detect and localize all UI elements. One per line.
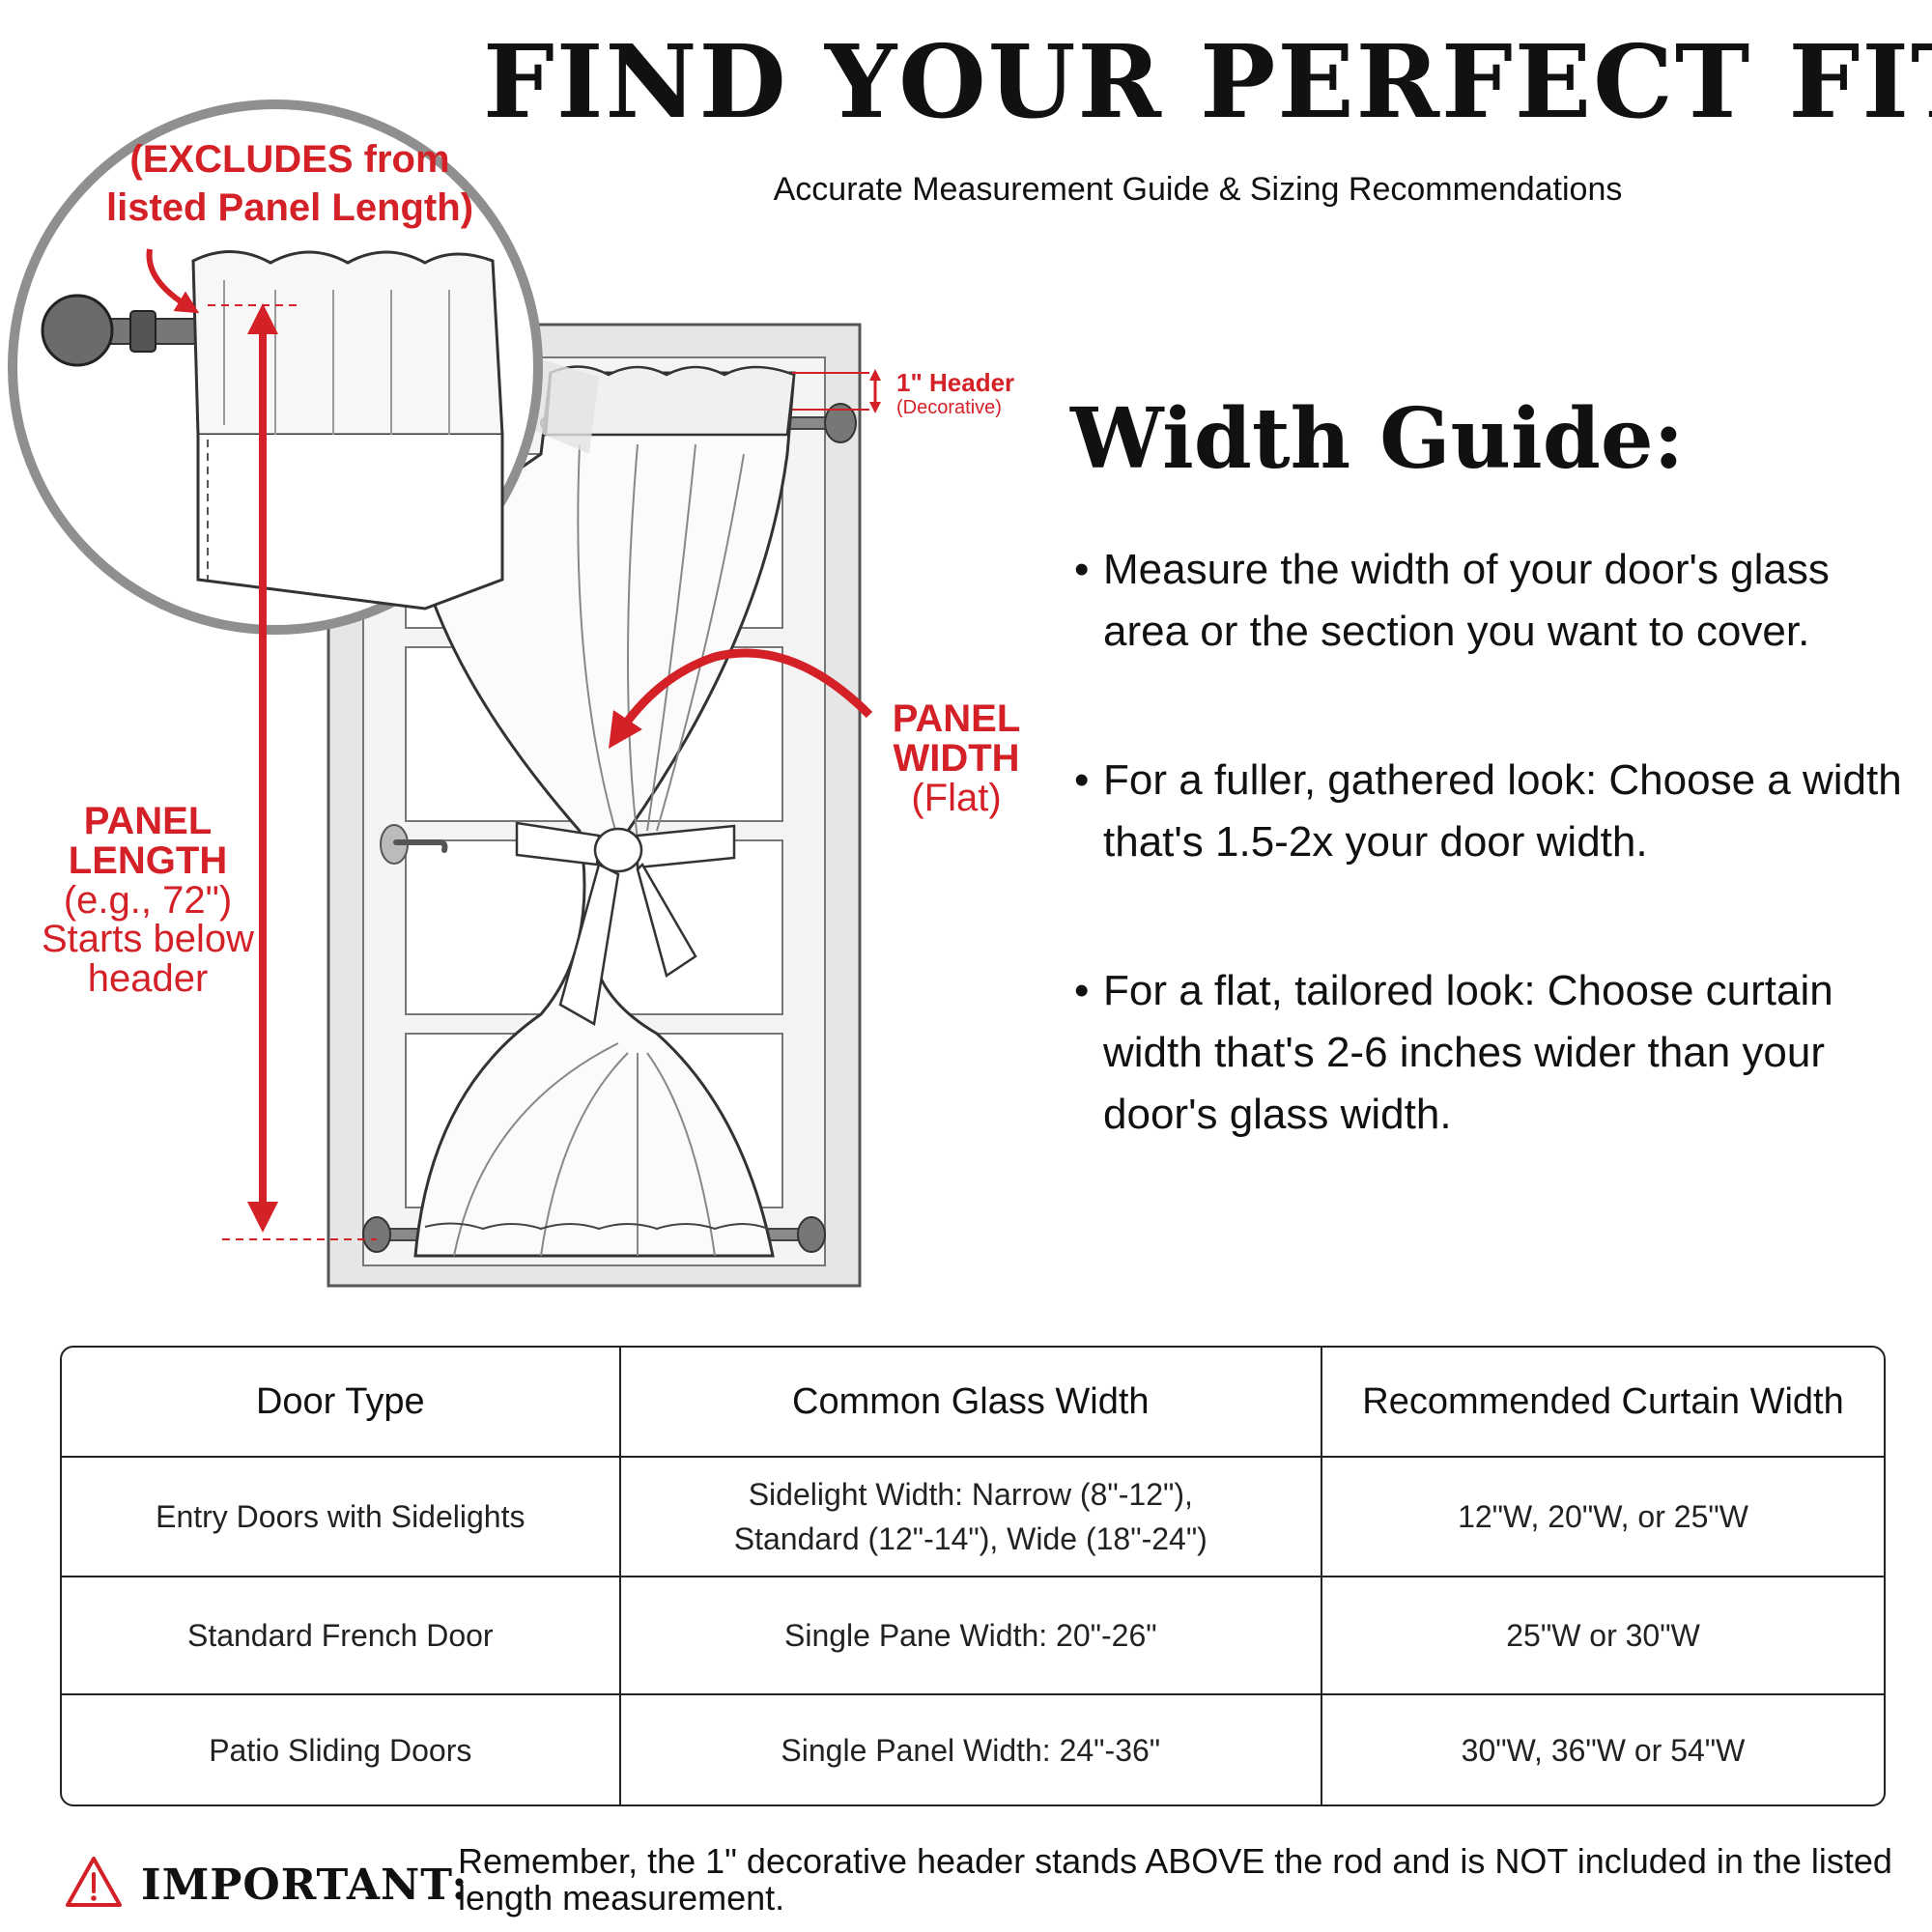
width-guide-heading: Width Guide:	[1070, 390, 1685, 488]
table-cell: Standard French Door	[62, 1577, 621, 1695]
panel-length-line4: Starts below	[41, 918, 255, 961]
table-row: Patio Sliding Doors Single Panel Width: …	[62, 1695, 1884, 1804]
important-text: Remember, the 1" decorative header stand…	[458, 1841, 1892, 1918]
curtain-panel	[413, 365, 796, 1258]
table-cell: Patio Sliding Doors	[62, 1695, 621, 1804]
column-header-glass-width: Common Glass Width	[620, 1348, 1323, 1458]
width-guide-item: For a fuller, gathered look: Choose a wi…	[1074, 750, 1905, 873]
door-handle-icon	[380, 824, 448, 865]
table-row: Entry Doors with Sidelights Sidelight Wi…	[62, 1458, 1884, 1577]
table-cell: Entry Doors with Sidelights	[62, 1458, 621, 1577]
width-guide-item: For a flat, tailored look: Choose curtai…	[1074, 960, 1905, 1146]
panel-width-line2: WIDTH	[893, 736, 1020, 780]
panel-length-line3: (e.g., 72")	[63, 878, 233, 922]
panel-length-line1: PANEL	[83, 800, 213, 842]
tieback-bow-icon	[515, 821, 736, 1026]
warning-triangle-icon	[66, 1857, 122, 1907]
header-note: (Decorative)	[896, 396, 1002, 418]
column-header-door-type: Door Type	[62, 1348, 621, 1458]
table-cell: 30"W, 36"W or 54"W	[1461, 1732, 1746, 1768]
table-cell: 25"W or 30"W	[1322, 1577, 1884, 1695]
sizing-table: Door Type Common Glass Width Recommended…	[60, 1346, 1886, 1806]
table-cell: Single Pane Width: 20"-26"	[620, 1577, 1323, 1695]
page-title: FIND YOUR PERFECT FIT	[483, 22, 1932, 141]
page-subtitle: Accurate Measurement Guide & Sizing Reco…	[773, 171, 1623, 208]
important-note: IMPORTANT: Remember, the 1" decorative h…	[64, 1843, 1899, 1932]
table-cell: Sidelight Width: Narrow (8"-12"), Standa…	[620, 1458, 1323, 1577]
panel-length-line2: LENGTH	[68, 838, 228, 882]
table-cell: 12"W, 20"W, or 25"W	[1322, 1458, 1884, 1577]
excludes-label: (EXCLUDES from listed Panel Length)	[105, 138, 474, 229]
width-guide-item: Measure the width of your door's glass a…	[1074, 539, 1905, 663]
header-label: 1" Header (Decorative)	[896, 369, 1014, 418]
panel-length-label: PANEL LENGTH (e.g., 72") Starts below he…	[8, 802, 288, 999]
important-label: IMPORTANT:	[141, 1861, 469, 1910]
curtain-diagram	[8, 99, 881, 1288]
table-row: Standard French Door Single Pane Width: …	[62, 1577, 1884, 1695]
table-cell: Single Panel Width: 24"-36"	[621, 1695, 1323, 1804]
table-header-row: Door Type Common Glass Width Recommended…	[62, 1348, 1884, 1458]
column-header-curtain-width: Recommended Curtain Width	[1322, 1348, 1884, 1458]
panel-width-label: PANEL WIDTH (Flat)	[869, 699, 1043, 817]
panel-length-line5: header	[87, 957, 209, 1001]
panel-width-line3: (Flat)	[911, 776, 1002, 819]
annotations	[146, 248, 881, 1240]
panel-width-line1: PANEL	[892, 697, 1021, 740]
header-size: 1" Header	[896, 368, 1015, 397]
width-guide-list: Measure the width of your door's glass a…	[1074, 539, 1905, 1233]
